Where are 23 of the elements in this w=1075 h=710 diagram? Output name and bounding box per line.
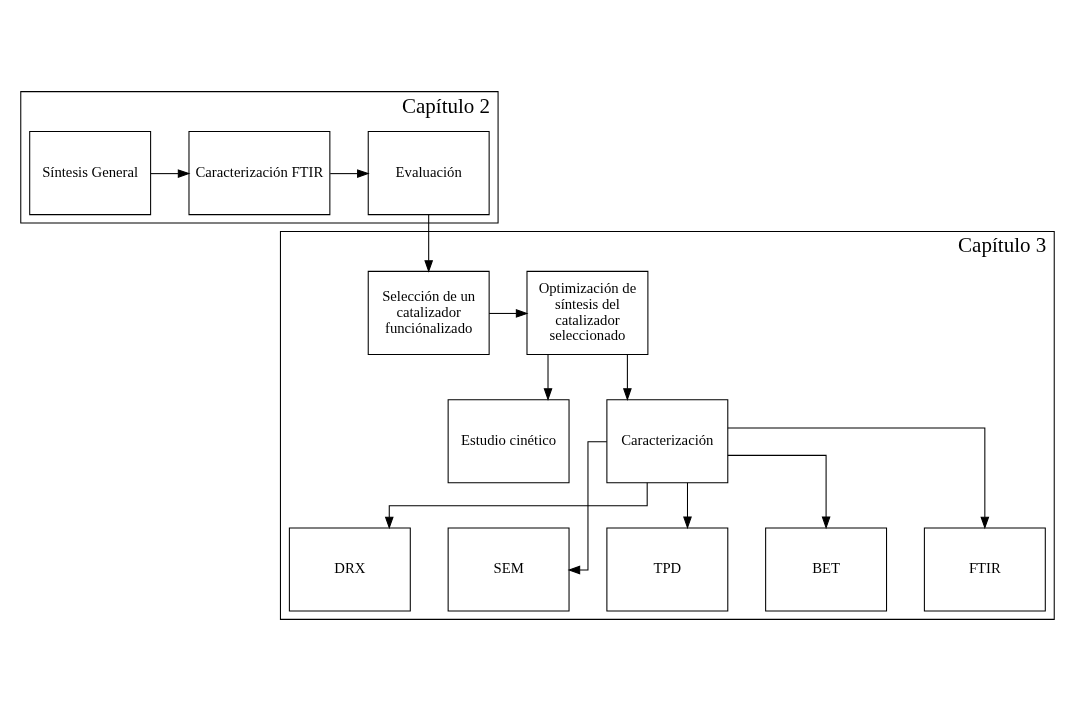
- node-box: Evaluación: [367, 130, 490, 215]
- node-box: Caracterización FTIR: [188, 130, 331, 215]
- arrow: [150, 168, 191, 178]
- arrow: [424, 213, 434, 273]
- arrow: [727, 427, 990, 529]
- arrow: [567, 440, 608, 574]
- node-box: Caracterización: [606, 398, 729, 483]
- arrow: [727, 454, 831, 529]
- arrow: [683, 481, 692, 529]
- arrow: [329, 168, 370, 178]
- node-box: Optimización de síntesis del catalizador seleccionado: [526, 270, 649, 355]
- node-box: SEM: [447, 526, 570, 611]
- node-box: TPD: [606, 526, 729, 611]
- node-box: Selección de un catalizador funciónalizado: [367, 270, 490, 355]
- arrow: [622, 353, 632, 401]
- node-box: DRX: [288, 526, 411, 611]
- node-box: Síntesis General: [29, 130, 152, 215]
- node-box: Estudio cinético: [447, 398, 570, 483]
- node-box: FTIR: [923, 526, 1046, 611]
- arrow: [384, 481, 648, 529]
- arrow: [543, 353, 553, 401]
- node-box: BET: [765, 526, 888, 611]
- arrow: [488, 308, 529, 318]
